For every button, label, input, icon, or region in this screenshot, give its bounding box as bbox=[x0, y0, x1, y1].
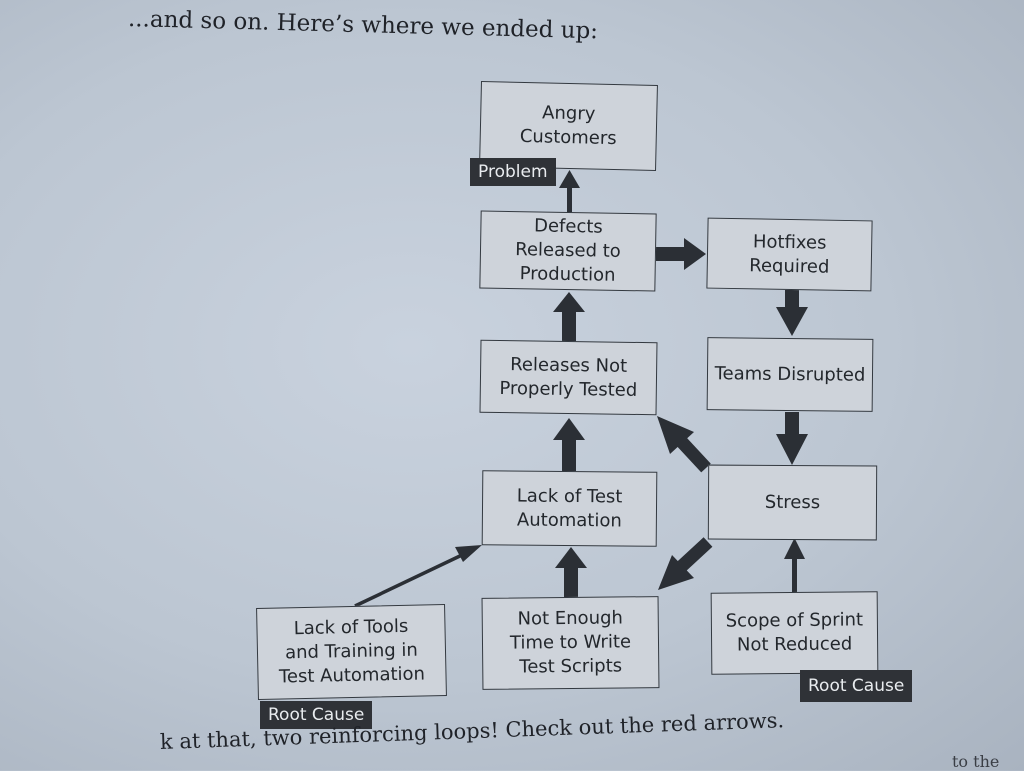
arrow-hotfixes-to-teams-head bbox=[776, 307, 808, 336]
node-hotfixes-required: Hotfixes Required bbox=[706, 217, 873, 292]
node-teams-disrupted: Teams Disrupted bbox=[706, 337, 874, 412]
arrow-stress-to-releases bbox=[675, 435, 711, 473]
tag-root-cause-left: Root Cause bbox=[260, 701, 373, 729]
arrow-tools-to-automation-head bbox=[455, 545, 482, 562]
node-scope-not-reduced-label: Scope of Sprint Not Reduced bbox=[725, 609, 864, 656]
node-not-enough-time: Not Enough Time to Write Test Scripts bbox=[481, 596, 660, 690]
node-angry-customers-label: Angry Customers bbox=[519, 102, 617, 150]
node-lack-tools-training-label: Lack of Tools and Training in Test Autom… bbox=[278, 615, 426, 688]
arrow-teams-to-stress bbox=[785, 412, 799, 436]
arrow-scope-to-stress bbox=[792, 555, 797, 592]
node-stress: Stress bbox=[707, 464, 878, 541]
tag-root-cause-right: Root Cause bbox=[800, 670, 913, 702]
arrow-defects-to-customers bbox=[567, 185, 572, 212]
arrow-defects-to-customers-head bbox=[559, 170, 580, 188]
arrow-stress-to-releases-head bbox=[657, 416, 694, 454]
node-scope-not-reduced: Scope of Sprint Not Reduced bbox=[710, 591, 879, 675]
node-defects-released: Defects Released to Production bbox=[479, 210, 657, 292]
node-releases-not-tested-label: Releases Not Properly Tested bbox=[499, 353, 638, 401]
node-defects-released-label: Defects Released to Production bbox=[515, 215, 621, 286]
arrow-defects-to-hotfixes bbox=[656, 247, 686, 261]
arrow-automation-to-releases-head bbox=[553, 418, 585, 440]
arrow-time-to-automation bbox=[564, 566, 578, 598]
arrow-tools-to-automation bbox=[354, 553, 463, 608]
node-lack-tools-training: Lack of Tools and Training in Test Autom… bbox=[256, 604, 447, 700]
node-lack-test-automation: Lack of Test Automation bbox=[481, 470, 658, 547]
arrow-releases-to-defects-head bbox=[553, 292, 585, 312]
arrow-stress-to-time-head bbox=[658, 555, 694, 590]
node-hotfixes-required-label: Hotfixes Required bbox=[749, 230, 830, 278]
arrow-stress-to-time bbox=[677, 537, 713, 571]
arrow-teams-to-stress-head bbox=[776, 434, 808, 465]
node-not-enough-time-label: Not Enough Time to Write Test Scripts bbox=[509, 607, 632, 678]
node-releases-not-tested: Releases Not Properly Tested bbox=[479, 339, 658, 416]
arrow-hotfixes-to-teams bbox=[785, 290, 799, 310]
arrow-releases-to-defects bbox=[562, 310, 576, 342]
node-lack-test-automation-label: Lack of Test Automation bbox=[516, 485, 623, 531]
bottom-cut-text: to the bbox=[952, 752, 1000, 771]
arrow-automation-to-releases bbox=[562, 438, 576, 471]
arrow-time-to-automation-head bbox=[555, 547, 587, 568]
arrow-scope-to-stress-head bbox=[784, 538, 805, 559]
node-stress-label: Stress bbox=[764, 491, 821, 513]
node-teams-disrupted-label: Teams Disrupted bbox=[714, 362, 866, 386]
arrow-defects-to-hotfixes-head bbox=[684, 238, 706, 270]
tag-problem: Problem bbox=[470, 158, 556, 186]
